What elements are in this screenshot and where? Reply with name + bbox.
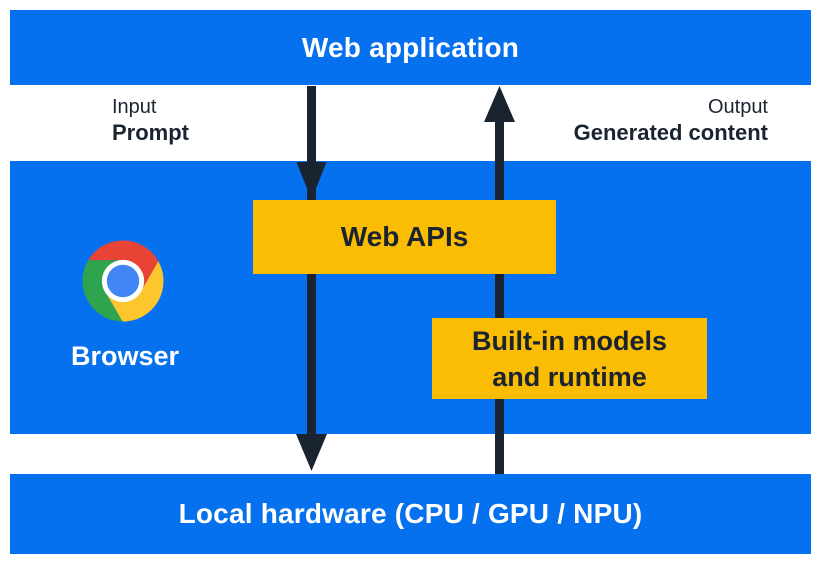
input-label: Prompt bbox=[112, 120, 189, 145]
web-apis-box: Web APIs bbox=[253, 200, 556, 274]
input-caption: Input bbox=[112, 96, 157, 118]
web-apis-label: Web APIs bbox=[340, 221, 469, 252]
web-application-label: Web application bbox=[301, 31, 520, 63]
browser-label: Browser bbox=[70, 341, 180, 371]
output-label: Generated content bbox=[573, 120, 768, 145]
local-hardware-label: Local hardware (CPU / GPU / NPU) bbox=[178, 498, 643, 529]
input-labels: Input Prompt bbox=[112, 95, 189, 146]
chrome-logo-icon bbox=[82, 240, 164, 322]
web-application-bar: Web application bbox=[10, 10, 811, 85]
local-hardware-bar: Local hardware (CPU / GPU / NPU) bbox=[10, 474, 811, 554]
output-caption: Output bbox=[707, 96, 768, 118]
output-labels: Output Generated content bbox=[574, 95, 768, 146]
